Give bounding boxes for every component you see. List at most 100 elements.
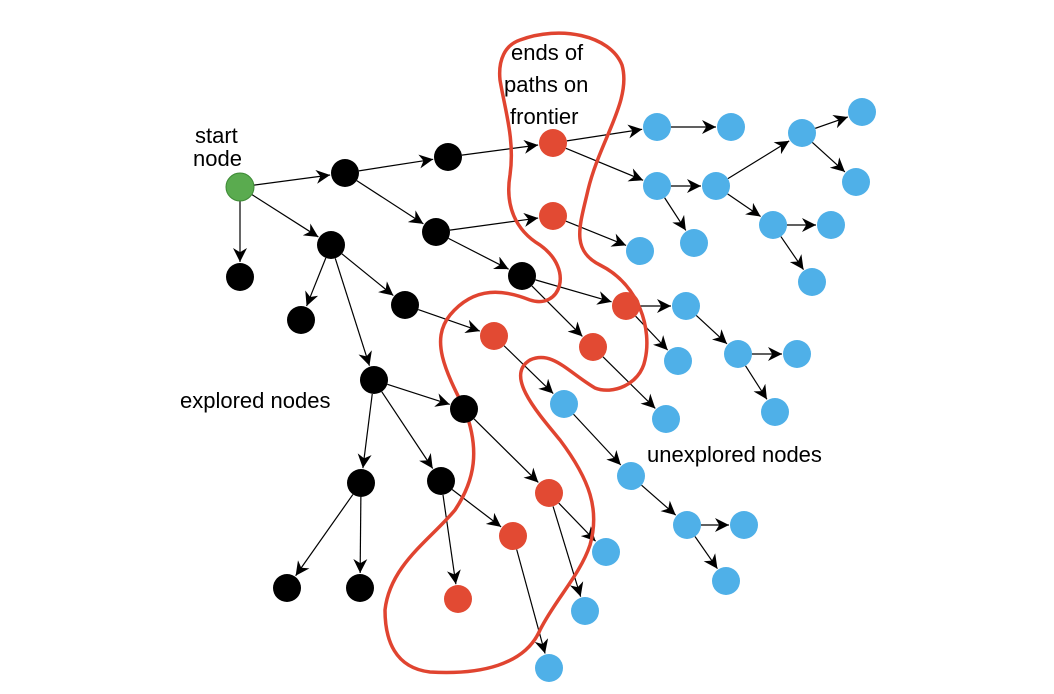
unexplored-node xyxy=(652,405,680,433)
unexplored-node xyxy=(730,511,758,539)
edges-layer xyxy=(233,114,849,654)
edge-arrow xyxy=(449,212,539,231)
unexplored-nodes-label: unexplored nodes xyxy=(647,442,822,467)
edge-arrow xyxy=(387,383,450,407)
unexplored-node xyxy=(673,511,701,539)
edge-arrow xyxy=(334,258,372,366)
frontier-node xyxy=(480,322,508,350)
unexplored-node xyxy=(592,538,620,566)
edge-arrow xyxy=(503,345,554,394)
unexplored-node xyxy=(672,292,700,320)
edge-arrow xyxy=(516,549,549,654)
frontier-node xyxy=(499,522,527,550)
unexplored-node xyxy=(617,462,645,490)
explored-node xyxy=(287,306,315,334)
edge-arrow xyxy=(780,236,805,270)
unexplored-node xyxy=(783,340,811,368)
labels-layer: start node ends of paths on frontier exp… xyxy=(180,40,822,467)
nodes-layer xyxy=(225,98,876,682)
edge-arrow xyxy=(358,154,434,172)
edge-arrow xyxy=(664,197,687,231)
frontier-node xyxy=(539,129,567,157)
edge-arrow xyxy=(815,114,849,129)
edge-arrow xyxy=(341,253,394,297)
edge-arrow xyxy=(635,315,669,351)
unexplored-node xyxy=(643,113,671,141)
unexplored-node xyxy=(848,98,876,126)
edge-arrow xyxy=(695,315,728,345)
start-node xyxy=(225,172,255,202)
edge-arrow xyxy=(745,365,768,400)
unexplored-node xyxy=(761,398,789,426)
edge-arrow xyxy=(811,141,846,173)
edge-arrow xyxy=(565,147,644,182)
edge-arrow xyxy=(253,169,331,186)
explored-node xyxy=(422,218,450,246)
edge-arrow xyxy=(694,536,718,570)
edge-arrow xyxy=(353,496,368,574)
edge-arrow xyxy=(641,484,677,516)
edge-arrow xyxy=(356,180,424,225)
frontier-label-line3: frontier xyxy=(510,104,578,129)
unexplored-node xyxy=(817,211,845,239)
explored-node xyxy=(317,231,345,259)
explored-node xyxy=(427,467,455,495)
edge-arrow xyxy=(535,279,612,305)
unexplored-node xyxy=(759,211,787,239)
unexplored-node xyxy=(702,172,730,200)
edge-arrow xyxy=(727,140,790,180)
edge-arrow xyxy=(473,418,539,483)
unexplored-node xyxy=(712,567,740,595)
explored-node xyxy=(434,143,462,171)
edge-arrow xyxy=(442,494,461,585)
unexplored-node xyxy=(535,654,563,682)
explored-node xyxy=(391,291,419,319)
explored-node xyxy=(346,574,374,602)
unexplored-node xyxy=(717,113,745,141)
edge-arrow xyxy=(357,393,373,469)
unexplored-node xyxy=(724,340,752,368)
unexplored-node xyxy=(643,172,671,200)
edge-arrow xyxy=(251,194,319,238)
unexplored-node xyxy=(842,168,870,196)
explored-node xyxy=(226,263,254,291)
explored-node xyxy=(273,574,301,602)
edge-arrow xyxy=(558,502,597,542)
explored-nodes-label: explored nodes xyxy=(180,388,330,413)
edge-arrow xyxy=(381,391,434,469)
frontier-node xyxy=(539,202,567,230)
explored-node xyxy=(331,159,359,187)
edge-arrow xyxy=(565,220,627,247)
frontier-node xyxy=(612,292,640,320)
unexplored-node xyxy=(788,119,816,147)
unexplored-node xyxy=(571,597,599,625)
edge-arrow xyxy=(418,309,481,334)
frontier-label-line1: ends of xyxy=(511,40,584,65)
edge-arrow xyxy=(566,124,643,142)
frontier-node xyxy=(579,333,607,361)
edge-arrow xyxy=(727,193,761,218)
explored-node xyxy=(347,469,375,497)
frontier-label-line2: paths on xyxy=(504,72,588,97)
edge-arrow xyxy=(295,494,354,577)
explored-node xyxy=(450,395,478,423)
start-node-label-line1: start xyxy=(195,123,238,148)
unexplored-node xyxy=(550,390,578,418)
unexplored-node xyxy=(626,237,654,265)
frontier-node xyxy=(535,479,563,507)
unexplored-node xyxy=(680,229,708,257)
edge-arrow xyxy=(305,257,327,307)
edge-arrow xyxy=(448,237,509,270)
edge-arrow xyxy=(531,285,583,337)
frontier-outline xyxy=(383,31,649,675)
explored-node xyxy=(508,262,536,290)
start-node-label-line2: node xyxy=(193,146,242,171)
edge-arrow xyxy=(461,139,539,156)
unexplored-node xyxy=(798,268,826,296)
edge-arrow xyxy=(573,413,622,466)
unexplored-node xyxy=(664,347,692,375)
edge-arrow xyxy=(552,506,584,597)
explored-node xyxy=(360,366,388,394)
frontier-node xyxy=(444,585,472,613)
